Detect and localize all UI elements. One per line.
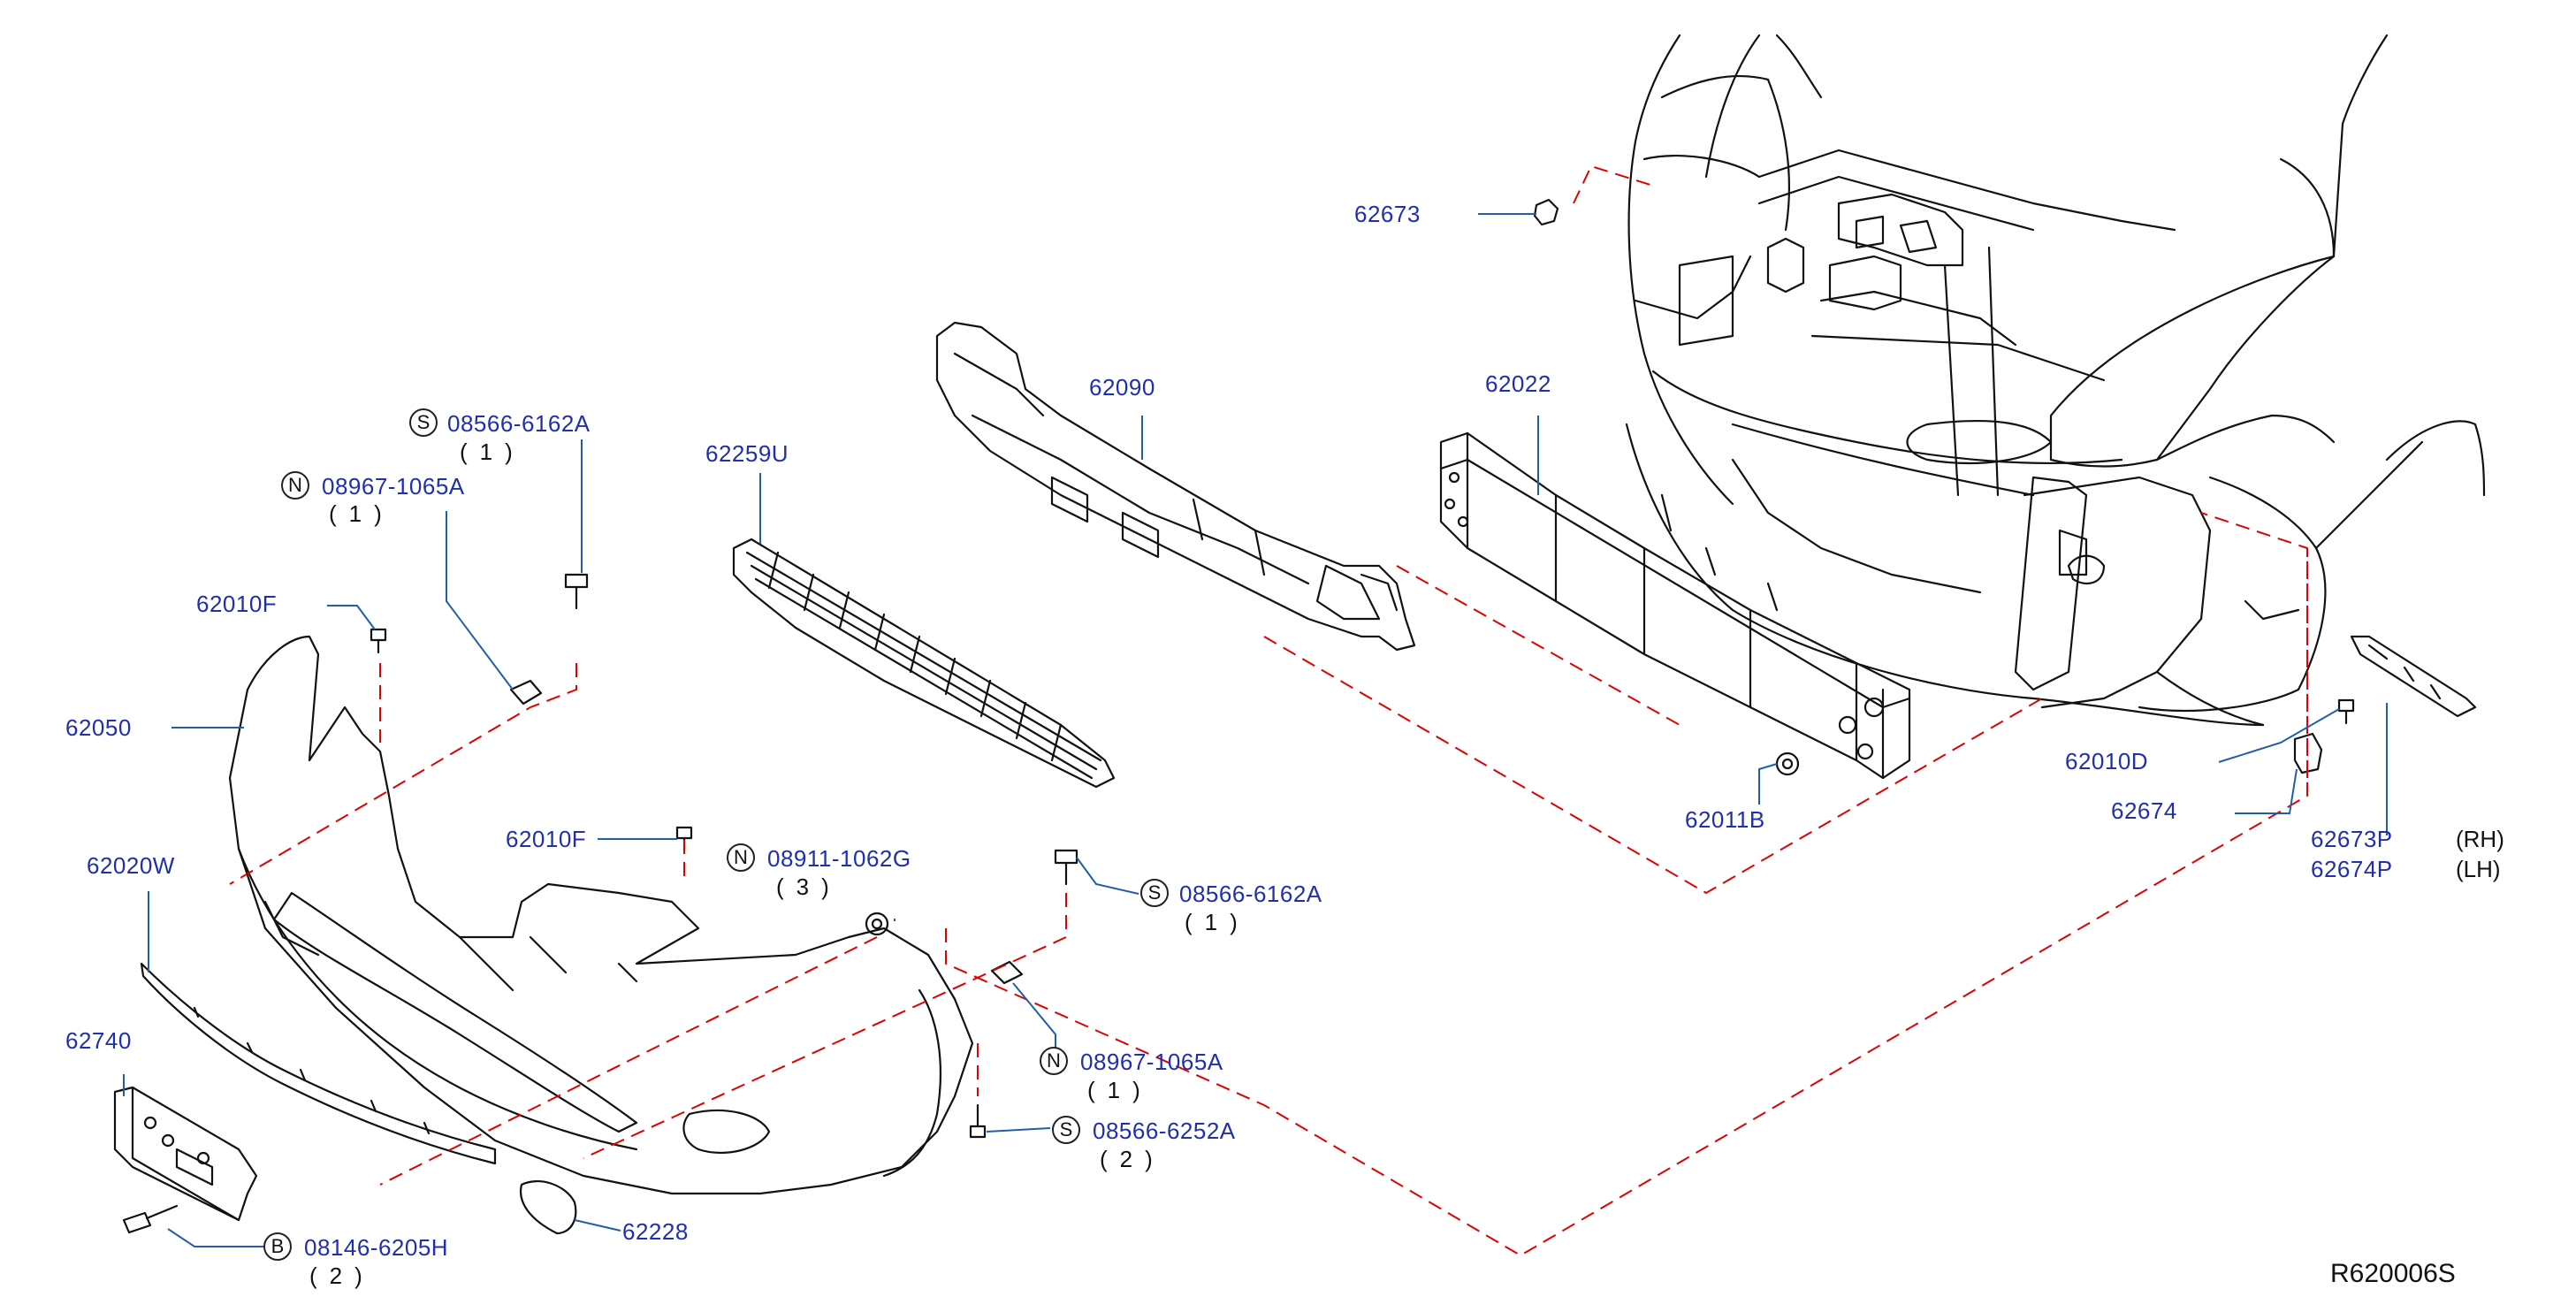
- label-08566-6162A-lower[interactable]: 08566-6162A: [1179, 881, 1322, 907]
- part-62022-shape: [1439, 431, 1911, 780]
- side-lh: (LH): [2456, 856, 2501, 882]
- label-62090[interactable]: 62090: [1089, 374, 1155, 400]
- badge-n-icon: N: [1040, 1047, 1068, 1075]
- label-62228[interactable]: 62228: [622, 1218, 689, 1245]
- badge-s-icon: S: [409, 408, 438, 437]
- part-62228-shape: [519, 1180, 577, 1235]
- qty-08911-1062G: (3): [776, 873, 842, 900]
- label-62050[interactable]: 62050: [65, 714, 132, 741]
- label-62259U[interactable]: 62259U: [705, 440, 789, 467]
- badge-n-icon: N: [281, 471, 309, 500]
- leader-lines: [123, 213, 2388, 1247]
- label-08967-1065A-upper[interactable]: 08967-1065A: [322, 473, 465, 500]
- vehicle-body-structure: [1625, 34, 2486, 727]
- qty-08967-1065A-lower: (1): [1087, 1077, 1153, 1103]
- qty-08146-6205H: (2): [309, 1262, 375, 1289]
- label-62740[interactable]: 62740: [65, 1027, 132, 1054]
- label-08566-6252A[interactable]: 08566-6252A: [1093, 1117, 1236, 1144]
- badge-s-icon: S: [1052, 1116, 1080, 1144]
- label-62010F-middle[interactable]: 62010F: [506, 826, 587, 852]
- badge-s-icon: S: [1140, 879, 1169, 907]
- label-62022[interactable]: 62022: [1485, 370, 1551, 397]
- part-62673P-shape: [2350, 635, 2477, 718]
- part-62020W-shape: [140, 962, 497, 1165]
- label-62674P[interactable]: 62674P: [2311, 856, 2393, 882]
- diagram-reference: R620006S: [2330, 1259, 2456, 1288]
- label-62020W[interactable]: 62020W: [87, 852, 175, 879]
- label-08566-6162A-upper[interactable]: 08566-6162A: [447, 410, 591, 437]
- qty-08566-6162A-upper: (1): [460, 439, 525, 465]
- fastener-shapes: [122, 198, 2355, 1234]
- badge-b-icon: B: [263, 1232, 292, 1261]
- label-62011B[interactable]: 62011B: [1685, 806, 1765, 833]
- part-62259U-shape: [732, 538, 1116, 789]
- side-rh: (RH): [2456, 826, 2504, 852]
- part-62740-shape: [113, 1086, 258, 1222]
- label-62673[interactable]: 62673: [1354, 201, 1421, 227]
- label-08911-1062G[interactable]: 08911-1062G: [767, 845, 911, 872]
- label-08967-1065A-lower[interactable]: 08967-1065A: [1080, 1049, 1223, 1075]
- badge-n-icon: N: [727, 843, 755, 872]
- dashed-reference-lines: [229, 164, 2308, 1257]
- part-62090-shape: [935, 321, 1416, 652]
- part-62050-shape: [228, 635, 974, 1195]
- label-62673P[interactable]: 62673P: [2311, 826, 2393, 852]
- qty-08967-1065A-upper: (1): [329, 500, 394, 527]
- label-62674[interactable]: 62674: [2111, 797, 2177, 824]
- label-62010D[interactable]: 62010D: [2065, 748, 2149, 774]
- qty-08566-6252A: (2): [1100, 1146, 1165, 1172]
- label-62010F-upper[interactable]: 62010F: [196, 591, 278, 617]
- label-08146-6205H[interactable]: 08146-6205H: [304, 1234, 449, 1261]
- qty-08566-6162A-lower: (1): [1185, 909, 1250, 935]
